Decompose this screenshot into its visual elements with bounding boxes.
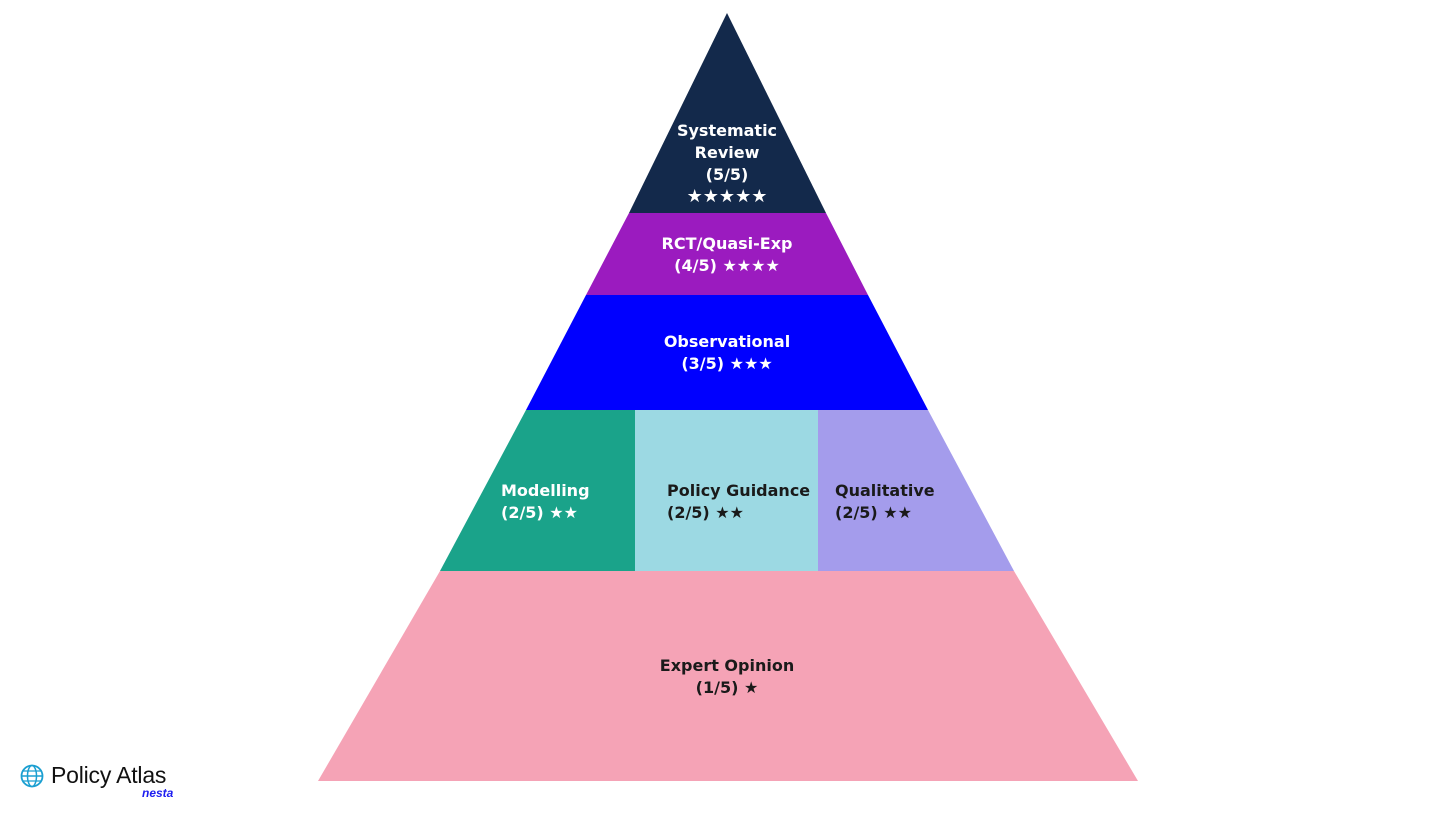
observational-score: (3/5) ★★★ xyxy=(681,354,773,373)
systematic-review-score: (5/5) xyxy=(705,165,749,184)
expert-opinion-score: (1/5) ★ xyxy=(695,678,759,697)
observational-name: Observational xyxy=(663,332,791,351)
rct-score: (4/5) ★★★★ xyxy=(674,256,780,275)
label-observational: Observational (3/5) ★★★ xyxy=(664,331,790,375)
policy-guidance-score: (2/5) ★★ xyxy=(667,503,744,522)
qualitative-score: (2/5) ★★ xyxy=(835,503,912,522)
rct-name: RCT/Quasi-Exp xyxy=(661,234,793,253)
expert-opinion-name: Expert Opinion xyxy=(659,656,795,675)
label-qualitative: Qualitative (2/5) ★★ xyxy=(835,480,935,524)
tier-policy-guidance xyxy=(635,410,819,571)
label-modelling: Modelling (2/5) ★★ xyxy=(501,480,590,524)
systematic-review-stars: ★★★★★ xyxy=(686,186,768,207)
tier-rct xyxy=(586,213,868,295)
policy-guidance-name: Policy Guidance xyxy=(667,481,811,500)
tier-modelling xyxy=(440,410,636,571)
logo-sub: nesta xyxy=(142,786,174,800)
modelling-score: (2/5) ★★ xyxy=(501,503,578,522)
label-expert-opinion: Expert Opinion (1/5) ★ xyxy=(660,655,794,699)
label-policy-guidance: Policy Guidance (2/5) ★★ xyxy=(667,480,810,524)
systematic-review-name: Systematic xyxy=(676,121,778,140)
tier-systematic-review xyxy=(629,13,826,213)
tier-expert-opinion xyxy=(318,571,1138,781)
logo-name: Policy Atlas xyxy=(51,762,167,788)
modelling-name: Modelling xyxy=(501,481,590,500)
qualitative-name: Qualitative xyxy=(835,481,935,500)
tier-qualitative xyxy=(818,410,1014,571)
label-systematic-review: Systematic Review (5/5) ★★★★★ xyxy=(677,120,777,208)
globe-icon xyxy=(20,764,44,788)
tier-observational xyxy=(526,295,928,410)
systematic-review-name-2: Review xyxy=(694,143,760,162)
label-rct: RCT/Quasi-Exp (4/5) ★★★★ xyxy=(662,233,793,277)
